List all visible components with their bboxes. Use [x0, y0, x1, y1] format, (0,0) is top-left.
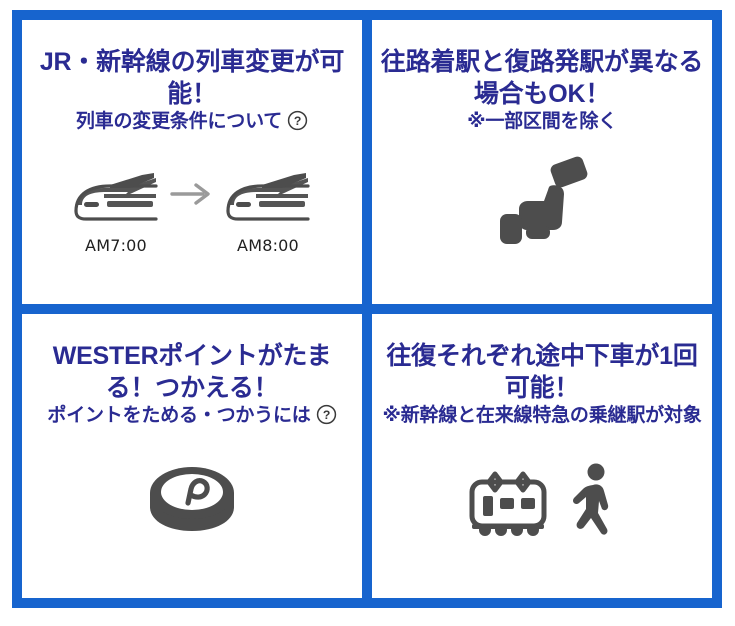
card-text-block: 往復それぞれ途中下車が1回可能！ ※新幹線と在来線特急の乗継駅が対象 [372, 340, 712, 429]
card-subline-wrap: ポイントをためる・つかうには? [30, 404, 354, 429]
local-train-icon [467, 460, 553, 547]
card-subline: ※一部区間を除く [467, 111, 617, 132]
arrow-right-icon [168, 161, 216, 227]
shinkansen-icon [222, 161, 314, 232]
train-before-block: AM7:00 [70, 161, 162, 255]
shinkansen-icon [70, 161, 162, 232]
card-text-block: JR・新幹線の列車変更が可能！ 列車の変更条件について? [22, 46, 362, 135]
card-headline: WESTERポイントがたまる！つかえる！ [52, 342, 332, 402]
train-time-before: AM7:00 [85, 236, 147, 256]
train-after-block: AM8:00 [222, 161, 314, 255]
card-icon-area [372, 135, 712, 304]
point-coin-icon [144, 457, 240, 544]
feature-grid: JR・新幹線の列車変更が可能！ 列車の変更条件について? [12, 10, 722, 608]
card-icon-area [22, 429, 362, 598]
card-headline: JR・新幹線の列車変更が可能！ [39, 48, 345, 108]
card-subline-wrap: 列車の変更条件について? [30, 110, 354, 135]
card-headline: 往復それぞれ途中下車が1回可能！ [386, 342, 698, 402]
question-circle-icon[interactable]: ? [287, 110, 308, 131]
feature-card-stopover[interactable]: 往復それぞれ途中下車が1回可能！ ※新幹線と在来線特急の乗継駅が対象 [372, 314, 712, 598]
reserved-seat-icon [494, 156, 590, 253]
svg-text:?: ? [322, 408, 329, 422]
stopover-illustration [467, 460, 617, 547]
train-change-illustration: AM7:00 [70, 161, 314, 255]
feature-card-wester-points[interactable]: WESTERポイントがたまる！つかえる！ ポイントをためる・つかうには? [22, 314, 362, 598]
card-text-block: WESTERポイントがたまる！つかえる！ ポイントをためる・つかうには? [22, 340, 362, 429]
walking-person-icon [569, 461, 617, 546]
feature-card-different-stations[interactable]: 往路着駅と復路発駅が異なる場合もOK！ ※一部区間を除く [372, 20, 712, 304]
card-icon-area: AM7:00 [22, 135, 362, 304]
card-subline: ※新幹線と在来線特急の乗継駅が対象 [382, 405, 702, 426]
card-icon-area [372, 429, 712, 598]
card-subline: ポイントをためる・つかうには [47, 405, 311, 426]
train-time-after: AM8:00 [237, 236, 299, 256]
question-circle-icon[interactable]: ? [316, 404, 337, 425]
svg-text:?: ? [294, 114, 301, 128]
card-text-block: 往路着駅と復路発駅が異なる場合もOK！ ※一部区間を除く [372, 46, 712, 135]
card-subline: 列車の変更条件について [75, 111, 283, 132]
card-headline: 往路着駅と復路発駅が異なる場合もOK！ [380, 48, 704, 108]
feature-card-train-change[interactable]: JR・新幹線の列車変更が可能！ 列車の変更条件について? [22, 20, 362, 304]
